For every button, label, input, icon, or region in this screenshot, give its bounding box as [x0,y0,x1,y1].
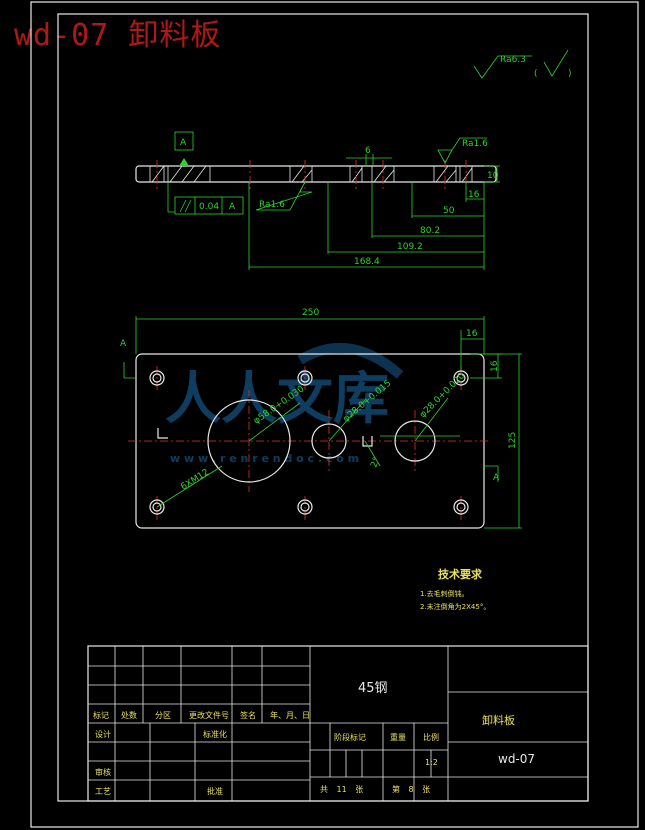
section-view: A 0.04 A Ra1.6 Ra1.6 6 10 16 50 80.2 [135,131,500,270]
svg-text:16: 16 [466,329,478,339]
rev-header-date: 年、月、日 [270,711,310,720]
svg-text:80.2: 80.2 [420,226,440,236]
part-name: 卸料板 [482,714,515,727]
svg-text:Ra1.6: Ra1.6 [259,200,285,210]
material: 45钢 [358,681,388,696]
svg-text:16: 16 [468,190,480,200]
tech-requirements: 技术要求 1.去毛刺倒钝。 2.未注倒角为2X45°。 [420,567,490,611]
svg-text:A: A [229,202,236,212]
sheet-number: 第 8 张 [392,785,431,794]
finish-ra-bottom: Ra1.6 [255,181,313,211]
svg-text:6: 6 [365,146,371,156]
sheets-total: 共 11 张 [320,785,364,794]
svg-text:16: 16 [490,360,500,372]
svg-text:人人文库: 人人文库 [165,367,389,432]
svg-text:技术要求: 技术要求 [438,567,483,581]
finish-bracket-open: ( [534,69,538,79]
svg-text:109.2: 109.2 [397,242,423,252]
svg-text:A: A [493,473,500,483]
role-process: 工艺 [95,787,111,796]
role-approve: 批准 [207,787,223,796]
surface-finish-symbol: Ra6.3 ( ) [473,49,572,79]
rev-header-count: 处数 [121,711,137,720]
stage-header-weight: 重量 [390,733,406,742]
rev-header-doc: 更改文件号 [189,711,229,720]
drawing-number: wd-07 [498,752,536,766]
svg-text:w w w . r e n r e n d o c . c: w w w . r e n r e n d o c . c o m [170,452,359,465]
svg-text:A: A [120,339,127,349]
role-review: 审核 [95,768,111,777]
rev-header-mark: 标记 [93,711,109,720]
title-block [87,645,589,802]
finish-bracket-close: ) [568,69,572,79]
svg-text:250: 250 [302,308,319,318]
finish-ra-top: Ra1.6 [437,137,488,164]
svg-text:1.去毛刺倒钝。: 1.去毛刺倒钝。 [420,589,469,598]
svg-text:Ra1.6: Ra1.6 [462,139,488,149]
parallelism-frame: 0.04 A [167,182,244,215]
svg-text:50: 50 [443,206,455,216]
stage-header-scale: 比例 [423,733,439,742]
svg-text:10: 10 [487,171,499,181]
rev-header-zone: 分区 [155,711,171,720]
role-standard: 标准化 [203,730,227,739]
svg-text:0.04: 0.04 [199,202,219,212]
svg-text:Ra6.3: Ra6.3 [500,55,526,65]
svg-text:2°: 2° [369,456,382,469]
svg-text:2.未注倒角为2X45°。: 2.未注倒角为2X45°。 [420,602,490,611]
rev-header-sign: 签名 [240,711,256,720]
stage-header-mark: 阶段标记 [334,733,366,742]
svg-text:A: A [180,138,187,148]
scale-value: 1:2 [425,758,438,767]
svg-text:168.4: 168.4 [354,257,380,267]
drawing-title: wd-07 卸料板 [14,18,222,53]
svg-text:125: 125 [508,432,518,449]
role-design: 设计 [95,730,111,739]
outer-frame [30,1,639,828]
